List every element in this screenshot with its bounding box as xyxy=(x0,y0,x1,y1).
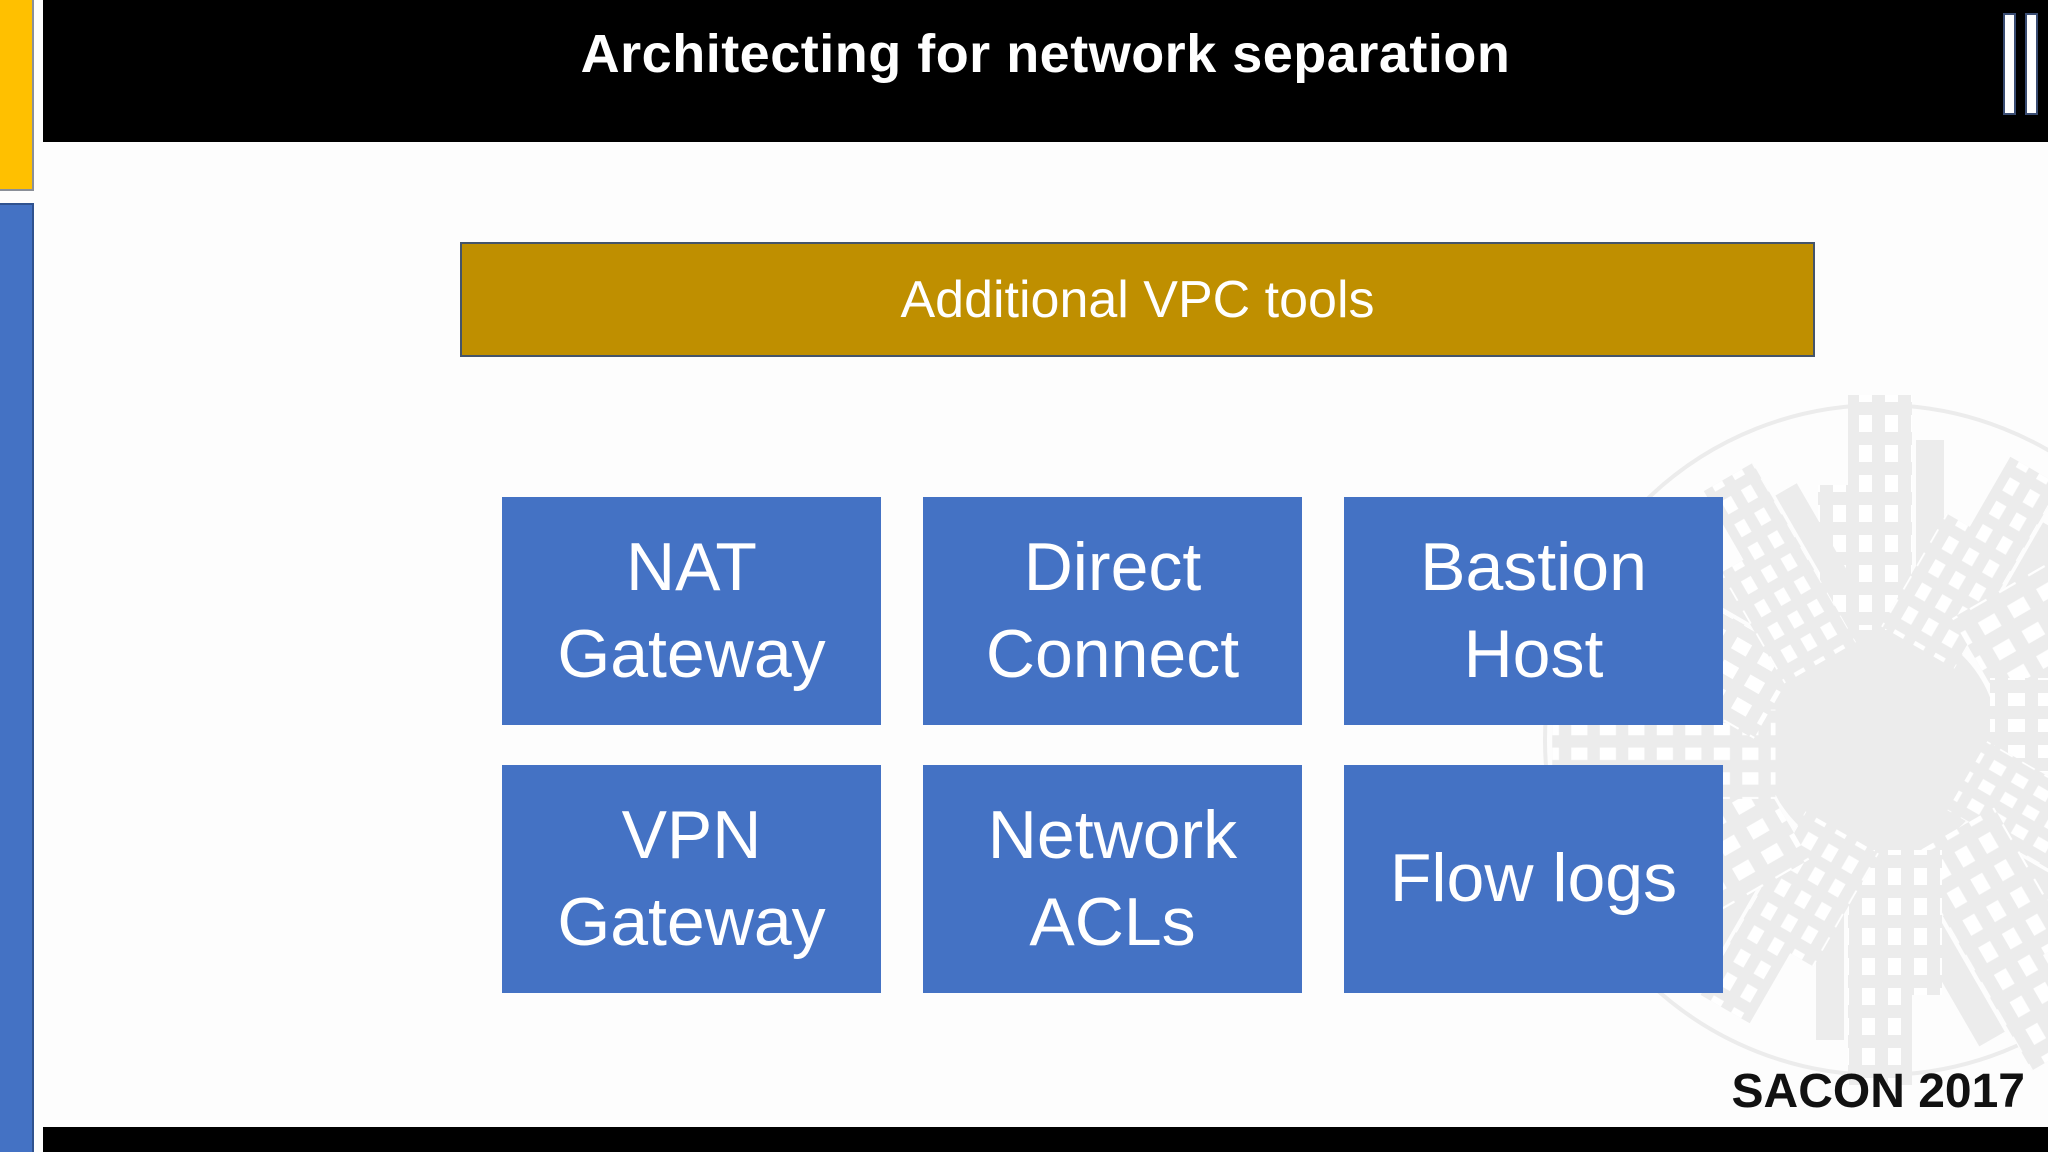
tool-box-bastion-host: Bastion Host xyxy=(1344,497,1723,725)
logo-bars-icon xyxy=(2003,13,2038,115)
city-burst-watermark xyxy=(1516,395,2048,1088)
logo-bar-icon xyxy=(2025,13,2038,115)
slide-title: Architecting for network separation xyxy=(580,24,1511,84)
slide-header: Architecting for network separation xyxy=(43,0,2048,142)
conference-label: SACON 2017 xyxy=(1731,1065,2025,1118)
vpc-tools-banner: Additional VPC tools xyxy=(460,242,1815,357)
tool-box-flow-logs: Flow logs xyxy=(1344,765,1723,993)
vpc-tools-grid: NAT Gateway Direct Connect Bastion Host … xyxy=(502,497,1723,993)
tool-box-vpn-gateway: VPN Gateway xyxy=(502,765,881,993)
bottom-bar xyxy=(43,1127,2048,1152)
tool-box-nat-gateway: NAT Gateway xyxy=(502,497,881,725)
tool-box-network-acls: Network ACLs xyxy=(923,765,1302,993)
tool-box-direct-connect: Direct Connect xyxy=(923,497,1302,725)
accent-bar-blue xyxy=(0,203,34,1152)
logo-bar-icon xyxy=(2003,13,2016,115)
accent-bar-yellow xyxy=(0,0,34,191)
vpc-tools-banner-label: Additional VPC tools xyxy=(900,270,1375,329)
